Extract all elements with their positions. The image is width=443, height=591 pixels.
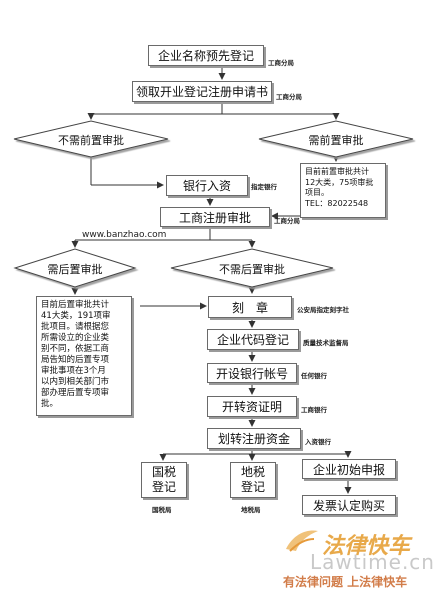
tag-capital-cert: 工商银行: [301, 406, 327, 414]
step-label: 开转资证明: [221, 400, 282, 414]
tag-ic-approval: 工商分局: [274, 217, 300, 225]
site-url: www.banzhao.com: [82, 230, 167, 240]
step-label: 企业代码登记: [216, 333, 289, 347]
tag-local-tax: 地税局: [241, 506, 261, 514]
step-label: 领取开业登记注册申请书: [135, 85, 268, 99]
decision-no-post-approval: 不需后置审批: [219, 263, 285, 276]
step-ic-registration-approval: 工商注册审批: [160, 207, 270, 227]
watermark-url: Lawtime.cn: [310, 550, 435, 574]
decision-need-pre-approval: 需前置审批: [308, 134, 364, 147]
step-transfer-registered-capital: 划转注册资金: [207, 428, 301, 449]
step-label: 开设银行帐号: [215, 366, 288, 381]
step-engrave-seal: 刻 章: [208, 296, 292, 318]
note-post-approval: 目前后置审批共计 41大类，191项审 批项目。请根据您 所需设立的企业类 别不…: [36, 296, 132, 416]
step-name-preregistration: 企业名称预先登记: [148, 45, 264, 66]
step-open-bank-account: 开设银行帐号: [207, 363, 297, 383]
step-label: 工商注册审批: [178, 210, 251, 225]
step-label: 发票认定购买: [312, 498, 385, 513]
step-invoice-certification-purchase: 发票认定购买: [302, 495, 396, 515]
step-label: 地税 登记: [240, 465, 265, 494]
tag-bank-account: 任何银行: [301, 372, 327, 380]
tag-seal: 公安局指定刻字社: [297, 306, 349, 314]
note-pre-approval: 目前前置审批共计 12大类，75项审批 项目。 TEL：82022548: [300, 163, 386, 218]
decision-need-post-approval: 需后置审批: [47, 263, 103, 276]
watermark-brand: 法律快车: [322, 534, 411, 559]
step-label: 刻 章: [231, 300, 268, 315]
step-label: 企业名称预先登记: [157, 49, 254, 63]
step-capital-certificate: 开转资证明: [207, 396, 297, 417]
decision-no-pre-approval: 不需前置审批: [58, 134, 124, 147]
decision-no-post-approval-shape: [170, 248, 334, 288]
step-national-tax-registration: 国税 登记: [141, 462, 187, 498]
tag-name-reg: 工商分局: [268, 59, 294, 67]
decision-need-post-approval-shape: [13, 248, 137, 288]
step-get-application-forms: 领取开业登记注册申请书: [132, 81, 272, 102]
step-label: 划转注册资金: [217, 432, 290, 446]
step-org-code-registration: 企业代码登记: [207, 329, 299, 350]
step-bank-deposit: 银行入资: [166, 175, 248, 196]
watermark-swoosh-icon: [286, 530, 318, 552]
tag-bank-deposit: 指定银行: [251, 183, 277, 191]
tag-capital-transfer: 入资银行: [305, 438, 331, 446]
step-label: 国税 登记: [151, 465, 176, 494]
decision-need-pre-approval-shape: [258, 120, 414, 158]
step-label: 银行入资: [182, 179, 231, 193]
step-initial-filing: 企业初始申报: [302, 459, 396, 479]
decision-no-pre-approval-shape: [13, 120, 169, 158]
step-local-tax-registration: 地税 登记: [230, 462, 276, 498]
tag-org-code: 质量技术监督局: [303, 339, 349, 347]
watermark-slogan: 有法律问题 上法律快车: [283, 575, 408, 589]
tag-national-tax: 国税局: [152, 506, 172, 514]
tag-get-forms: 工商分局: [276, 93, 302, 101]
step-label: 企业初始申报: [312, 462, 385, 477]
